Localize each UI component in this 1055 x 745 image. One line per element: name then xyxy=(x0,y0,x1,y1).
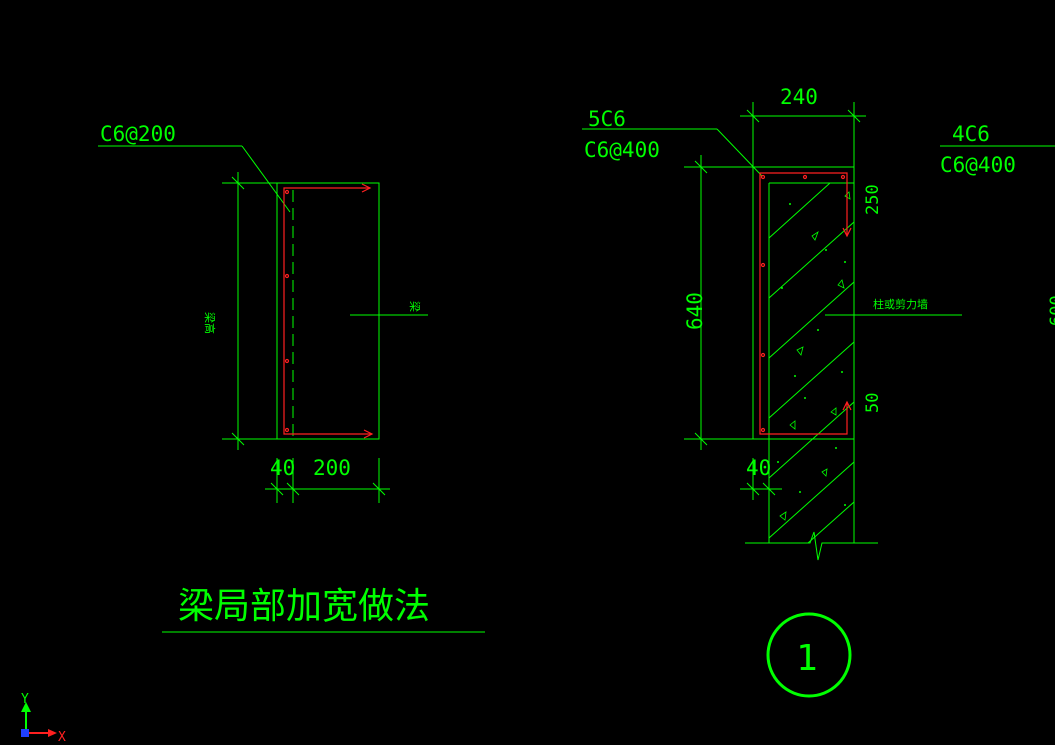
left-dim-tick-top xyxy=(231,176,245,190)
right-rebar-hook-top xyxy=(842,227,852,238)
axis-origin-box xyxy=(21,729,29,737)
axis-y-arrow xyxy=(21,702,31,712)
left-rebar xyxy=(283,183,374,439)
axis-y-label: Y xyxy=(21,692,29,707)
left-rebar-bar xyxy=(284,358,290,364)
left-dim-tick-bottom xyxy=(231,432,245,446)
left-leader-line xyxy=(241,145,291,213)
left-dim-tick-1 xyxy=(270,482,284,496)
left-dim-height-label: 梁高 xyxy=(203,312,217,334)
right-dim-top-tick-right xyxy=(847,109,861,123)
left-leader-label: C6@200 xyxy=(100,122,176,146)
callout-circle[interactable] xyxy=(766,612,852,698)
right-leader-line xyxy=(716,128,763,177)
far-right-edge-partial: 600 xyxy=(1047,295,1055,326)
left-rebar-bar xyxy=(284,273,290,279)
left-rebar-bar xyxy=(284,189,290,195)
ucs-axis-icon: Y X xyxy=(21,692,66,745)
right-wall-hatch xyxy=(768,182,855,544)
right-dim-top-tick-left xyxy=(746,109,760,123)
far-right-label-top: 4C6 xyxy=(952,122,990,146)
right-rebar-hook-bottom xyxy=(842,400,852,411)
right-leader-label-top: 5C6 xyxy=(588,107,626,131)
left-rebar-stirrup xyxy=(283,187,372,435)
left-dim-tick-2 xyxy=(286,482,300,496)
left-dim-tick-3 xyxy=(372,482,386,496)
right-dim-top: 240 xyxy=(780,85,818,109)
right-rebar-stirrup xyxy=(759,172,848,435)
right-wall-dots xyxy=(777,203,846,506)
far-right-label-bottom: C6@400 xyxy=(940,153,1016,177)
left-dim-bottom-1: 40 xyxy=(270,456,295,480)
axis-x-label: X xyxy=(58,730,66,745)
right-dim-bottom-tick-1 xyxy=(746,482,760,496)
left-detail[interactable] xyxy=(98,145,485,633)
left-rebar-hook-top xyxy=(361,183,372,193)
right-rebar xyxy=(759,172,852,435)
left-rebar-bar xyxy=(284,427,290,433)
right-dim-bottom-tick-2 xyxy=(762,482,776,496)
left-title: 梁局部加宽做法 xyxy=(178,586,430,627)
left-beam-outline[interactable] xyxy=(276,182,380,440)
axis-x-arrow xyxy=(48,729,57,737)
right-leader-label-bottom: C6@400 xyxy=(584,138,660,162)
right-dim-height: 640 xyxy=(683,292,707,330)
left-dim-bottom-2: 200 xyxy=(313,456,351,480)
right-texts: 5C6 C6@400 240 640 250 50 柱或剪力墙 40 4C6 C… xyxy=(584,85,1055,679)
right-break-line xyxy=(745,531,878,561)
left-rebar-hook-bottom xyxy=(363,429,374,439)
right-dim-right-upper: 250 xyxy=(863,184,883,215)
callout-number: 1 xyxy=(796,638,818,679)
right-dim-bottom: 40 xyxy=(746,456,771,480)
right-dim-right-lower: 50 xyxy=(863,393,883,413)
right-dim-height-tick-top xyxy=(694,160,708,174)
right-wall-label: 柱或剪力墙 xyxy=(873,297,928,311)
right-detail[interactable] xyxy=(582,102,1055,698)
right-wall-aggregate xyxy=(779,191,851,521)
right-dim-height-tick-bottom xyxy=(694,432,708,446)
left-texts: C6@200 梁高 梁 40 200 梁局部加宽做法 xyxy=(100,122,430,627)
left-right-label: 梁 xyxy=(408,301,422,312)
